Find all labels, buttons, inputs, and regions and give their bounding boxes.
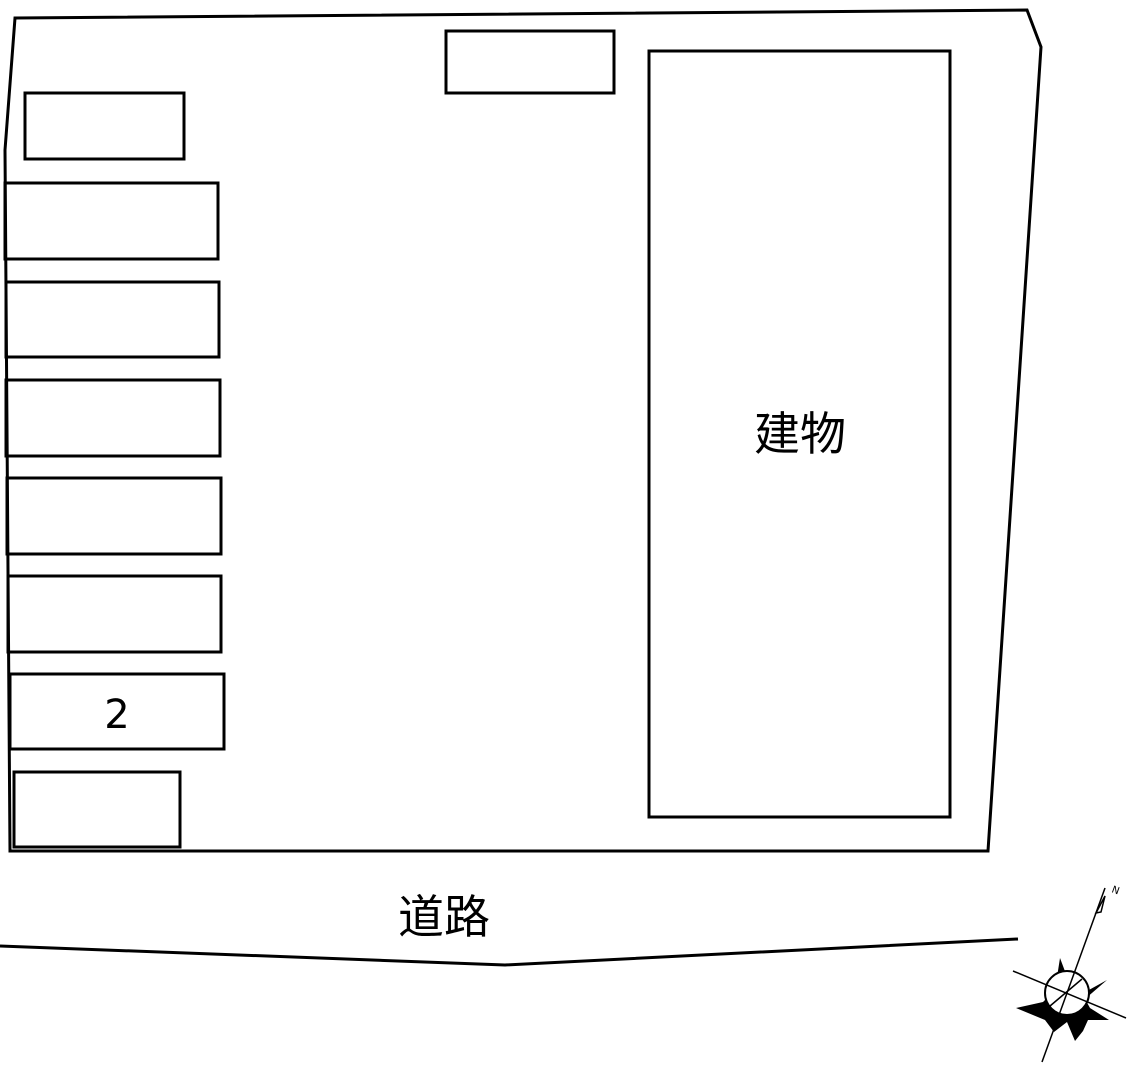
parking-space — [6, 574, 223, 654]
storage-box-top — [444, 29, 616, 95]
parking-space — [12, 770, 182, 849]
building-label: 建物 — [754, 407, 846, 461]
road-edge — [0, 937, 1019, 967]
parking-space — [3, 181, 220, 261]
north-letter: N — [1110, 884, 1121, 897]
parking-space-numbered — [8, 672, 226, 751]
building — [647, 49, 952, 819]
parking-space — [4, 280, 221, 359]
parking-space — [23, 91, 186, 161]
property-boundary — [3, 8, 1043, 853]
parking-space — [4, 378, 222, 458]
road-label: 道路 — [398, 890, 490, 944]
compass-rose-icon: N — [1012, 884, 1127, 1063]
parking-space-number: 2 — [104, 692, 129, 738]
parking-spaces — [3, 91, 226, 849]
parking-space — [5, 476, 223, 556]
